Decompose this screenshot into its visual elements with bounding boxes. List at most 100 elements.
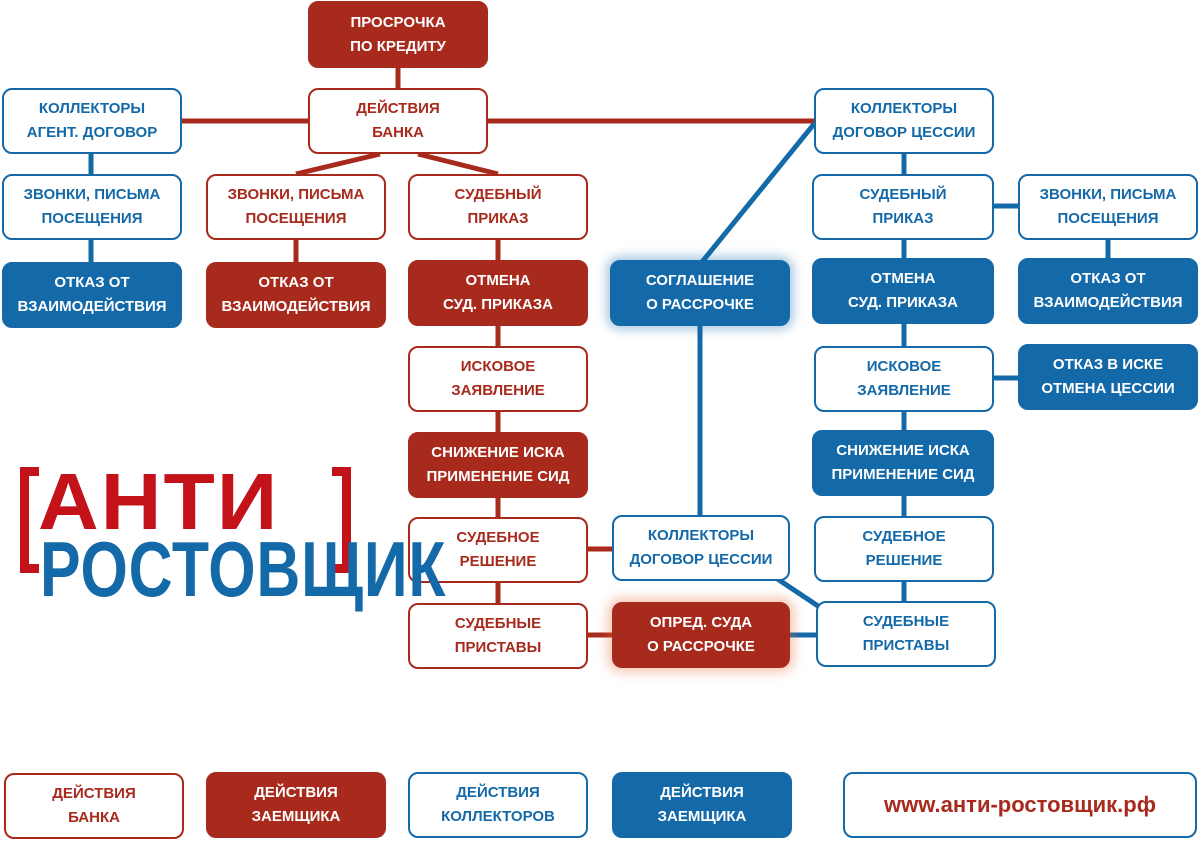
node-cession-bailiffs: СУДЕБНЫЕ ПРИСТАВЫ	[816, 601, 996, 667]
node-text: БАНКА	[372, 124, 424, 141]
node-text: ЗАЯВЛЕНИЕ	[451, 382, 545, 399]
node-text: СОГЛАШЕНИЕ	[645, 272, 755, 289]
node-bank-reduce-claim: СНИЖЕНИЕ ИСКА ПРИМЕНЕНИЕ СИД	[408, 432, 588, 498]
node-text: О РАССРОЧКЕ	[646, 296, 754, 313]
node-text: ПРОСРОЧКА	[350, 13, 446, 31]
connector-bank-calls	[295, 151, 381, 177]
logo-rostovshchik-text: РОСТОВЩИК	[40, 525, 447, 613]
node-text: ОПРЕД. СУДА	[649, 614, 753, 631]
legend-collector-actions: ДЕЙСТВИЯ КОЛЛЕКТОРОВ	[408, 772, 588, 838]
node-cession-calls-letters: ЗВОНКИ, ПИСЬМА ПОСЕЩЕНИЯ	[1018, 174, 1198, 240]
node-court-installment-ruling: ОПРЕД. СУДА О РАССРОЧКЕ	[612, 602, 790, 668]
legend-text: БАНКА	[68, 809, 120, 826]
anti-rostovshchik-logo: АНТИ РОСТОВЩИК	[10, 457, 446, 632]
node-text: КОЛЛЕКТОРЫ	[647, 527, 755, 544]
node-text: ВЗАИМОДЕЙСТВИЯ	[221, 298, 371, 315]
node-text: ИСКОВОЕ	[460, 358, 536, 375]
node-text: ПРИКАЗ	[467, 210, 529, 227]
node-text: ПОСЕЩЕНИЯ	[41, 210, 143, 227]
node-text: ПО КРЕДИТУ	[350, 37, 446, 55]
node-text: ЗВОНКИ, ПИСЬМА	[1039, 186, 1177, 203]
legend-text: ЗАЕМЩИКА	[251, 808, 341, 825]
legend-text: ДЕЙСТВИЯ	[52, 785, 136, 802]
legend-borrower-actions-bank: ДЕЙСТВИЯ ЗАЕМЩИКА	[206, 772, 386, 838]
node-text: СУДЕБНЫЙ	[454, 186, 542, 203]
node-text: СУДЕБНЫЕ	[862, 613, 950, 630]
node-text: РЕШЕНИЕ	[865, 552, 943, 569]
website-link-box[interactable]: www.анти-ростовщик.рф	[843, 772, 1197, 838]
legend-text: ДЕЙСТВИЯ	[456, 784, 540, 801]
node-overdue-loan: ПРОСРОЧКА ПО КРЕДИТУ	[308, 1, 488, 68]
logo-anti-text: АНТИ	[38, 457, 280, 546]
node-text: ДЕЙСТВИЯ	[356, 100, 440, 117]
node-bank-bailiffs: СУДЕБНЫЕ ПРИСТАВЫ	[408, 603, 588, 669]
node-text: ПОСЕЩЕНИЯ	[245, 210, 347, 227]
node-text: ПРИМЕНЕНИЕ СИД	[426, 468, 570, 485]
node-cession-court-order: СУДЕБНЫЙ ПРИКАЗ	[812, 174, 994, 240]
logo-bracket-right	[332, 467, 351, 573]
logo-bracket-left	[20, 467, 39, 573]
node-collectors-agent-contract: КОЛЛЕКТОРЫ АГЕНТ. ДОГОВОР	[2, 88, 182, 154]
node-text: СНИЖЕНИЕ ИСКА	[836, 442, 970, 459]
legend-bank-actions: ДЕЙСТВИЯ БАНКА	[4, 773, 184, 839]
node-text: ЗВОНКИ, ПИСЬМА	[227, 186, 365, 203]
node-bank-court-decision: СУДЕБНОЕ РЕШЕНИЕ	[408, 517, 588, 583]
node-cession-claim-denied: ОТКАЗ В ИСКЕ ОТМЕНА ЦЕССИИ	[1018, 344, 1198, 410]
node-text: ВЗАИМОДЕЙСТВИЯ	[17, 298, 167, 315]
node-text: ВЗАИМОДЕЙСТВИЯ	[1033, 294, 1183, 311]
node-installment-agreement: СОГЛАШЕНИЕ О РАССРОЧКЕ	[610, 260, 790, 326]
node-text: ОТКАЗ В ИСКЕ	[1052, 356, 1164, 373]
node-text: ЗАЯВЛЕНИЕ	[857, 382, 951, 399]
legend-text: ДЕЙСТВИЯ	[254, 784, 338, 801]
node-text: ИСКОВОЕ	[866, 358, 942, 375]
node-agent-calls-letters: ЗВОНКИ, ПИСЬМА ПОСЕЩЕНИЯ	[2, 174, 182, 240]
node-text: ЗВОНКИ, ПИСЬМА	[23, 186, 161, 203]
node-text: ДОГОВОР ЦЕССИИ	[629, 551, 773, 568]
node-collectors-cession-mid: КОЛЛЕКТОРЫ ДОГОВОР ЦЕССИИ	[612, 515, 790, 581]
node-text: ПРИМЕНЕНИЕ СИД	[831, 466, 975, 483]
node-text: ОТМЕНА	[870, 270, 936, 287]
node-text: ПРИСТАВЫ	[454, 639, 542, 656]
node-bank-actions: ДЕЙСТВИЯ БАНКА	[308, 88, 488, 154]
node-text: ПРИКАЗ	[872, 210, 934, 227]
node-text: СУД. ПРИКАЗА	[847, 294, 958, 311]
connector-cessionmid-bailiffs	[774, 575, 820, 609]
node-text: ПОСЕЩЕНИЯ	[1057, 210, 1159, 227]
node-bank-refusal: ОТКАЗ ОТ ВЗАИМОДЕЙСТВИЯ	[206, 262, 386, 328]
node-bank-lawsuit: ИСКОВОЕ ЗАЯВЛЕНИЕ	[408, 346, 588, 412]
node-bank-court-order: СУДЕБНЫЙ ПРИКАЗ	[408, 174, 588, 240]
node-text: ОТМЕНА	[465, 272, 531, 289]
node-agent-refusal: ОТКАЗ ОТ ВЗАИМОДЕЙСТВИЯ	[2, 262, 182, 328]
node-text: О РАССРОЧКЕ	[647, 638, 755, 655]
node-cession-cancel-order: ОТМЕНА СУД. ПРИКАЗА	[812, 258, 994, 324]
legend-borrower-actions-collector: ДЕЙСТВИЯ ЗАЕМЩИКА	[612, 772, 792, 838]
node-cession-court-decision: СУДЕБНОЕ РЕШЕНИЕ	[814, 516, 994, 582]
node-cession-lawsuit: ИСКОВОЕ ЗАЯВЛЕНИЕ	[814, 346, 994, 412]
node-cession-refusal: ОТКАЗ ОТ ВЗАИМОДЕЙСТВИЯ	[1018, 258, 1198, 324]
node-text: СУД. ПРИКАЗА	[442, 296, 553, 313]
node-text: СУДЕБНЫЙ	[859, 186, 947, 203]
legend-text: ДЕЙСТВИЯ	[660, 784, 744, 801]
connector-bank-order	[417, 151, 499, 177]
legend-text: ЗАЕМЩИКА	[657, 808, 747, 825]
node-text: СУДЕБНОЕ	[456, 529, 540, 546]
node-cession-reduce-claim: СНИЖЕНИЕ ИСКА ПРИМЕНЕНИЕ СИД	[812, 430, 994, 496]
node-text: ПРИСТАВЫ	[862, 637, 950, 654]
node-text: ДОГОВОР ЦЕССИИ	[832, 124, 976, 141]
node-collectors-cession: КОЛЛЕКТОРЫ ДОГОВОР ЦЕССИИ	[814, 88, 994, 154]
node-text: ОТКАЗ ОТ	[54, 274, 130, 291]
node-text: ОТМЕНА ЦЕССИИ	[1041, 380, 1175, 397]
node-bank-cancel-order: ОТМЕНА СУД. ПРИКАЗА	[408, 260, 588, 326]
website-url[interactable]: www.анти-ростовщик.рф	[884, 792, 1156, 817]
node-text: СУДЕБНОЕ	[862, 528, 946, 545]
node-text: СУДЕБНЫЕ	[454, 615, 542, 632]
node-bank-calls-letters: ЗВОНКИ, ПИСЬМА ПОСЕЩЕНИЯ	[206, 174, 386, 240]
node-text: РЕШЕНИЕ	[459, 553, 537, 570]
connector-cession-installment	[700, 122, 816, 264]
node-text: КОЛЛЕКТОРЫ	[38, 100, 146, 117]
node-text: КОЛЛЕКТОРЫ	[850, 100, 958, 117]
node-text: ОТКАЗ ОТ	[258, 274, 334, 291]
node-text: ОТКАЗ ОТ	[1070, 270, 1146, 287]
